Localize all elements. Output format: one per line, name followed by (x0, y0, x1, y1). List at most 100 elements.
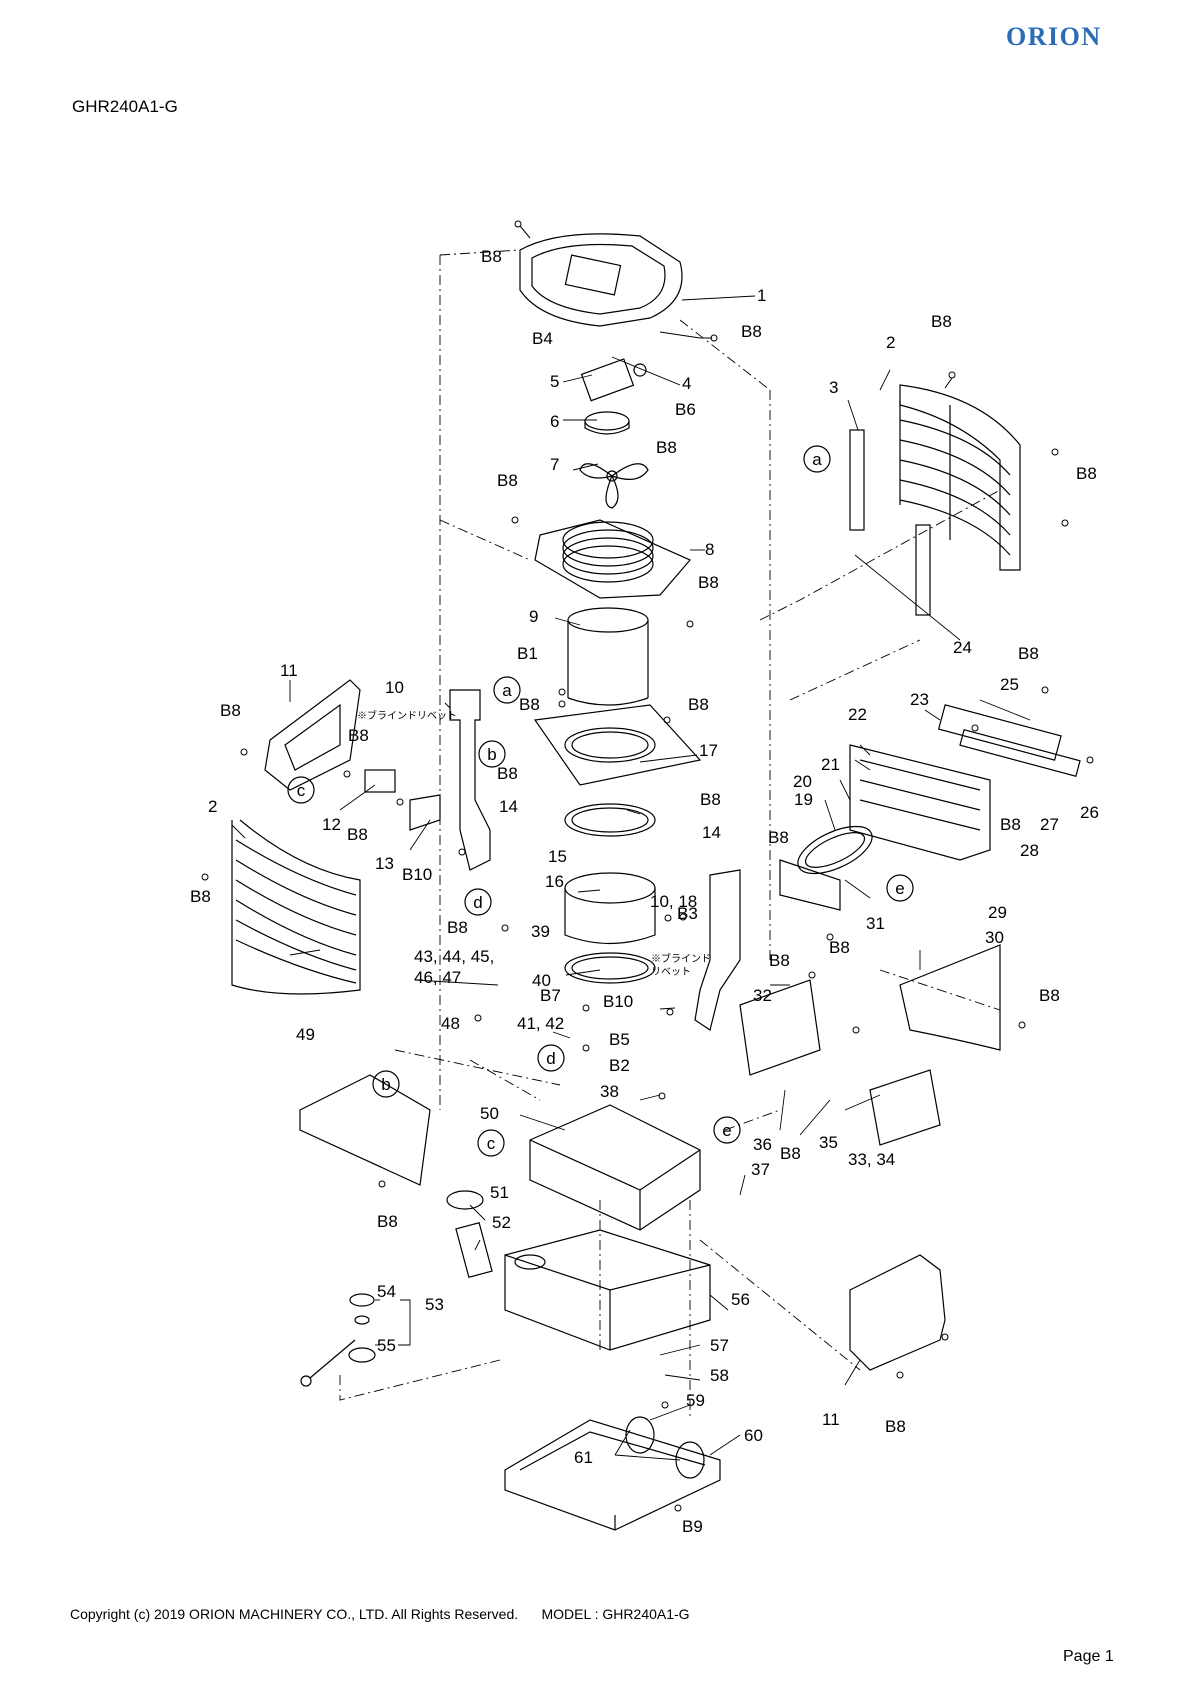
callout-31: 31 (866, 914, 885, 933)
ref-circle-c: c (487, 1134, 496, 1153)
gasket-lower-part (564, 952, 656, 984)
ref-circle-b: b (381, 1075, 390, 1094)
heat-plate-part (533, 704, 702, 786)
callout-8: 8 (705, 540, 714, 559)
callout-b8: B8 (497, 764, 518, 783)
callout-15: 15 (548, 847, 567, 866)
ref-circle-a: a (812, 450, 822, 469)
callout-b2: B2 (609, 1056, 630, 1075)
top-cover-part (519, 233, 683, 327)
callout-57: 57 (710, 1336, 729, 1355)
note-blind-rivet-line1: ※ブラインド (651, 952, 711, 965)
page-number: Page 1 (1063, 1648, 1114, 1665)
motor-assembly-part (580, 358, 647, 435)
callout-25: 25 (1000, 675, 1019, 694)
right-support-part (694, 869, 741, 1031)
callout-41-42: 41, 42 (517, 1014, 564, 1033)
base-cover-part (299, 1074, 431, 1186)
callout-26: 26 (1080, 803, 1099, 822)
callout-b8: B8 (829, 938, 850, 957)
ref-circle-d: d (546, 1049, 555, 1068)
fan-blade-part (579, 463, 649, 509)
right-grille-part (899, 384, 1021, 571)
callout-19: 19 (794, 790, 813, 809)
callout-b8: B8 (741, 322, 762, 341)
oil-tank-part (504, 1229, 711, 1351)
callout-17: 17 (699, 741, 718, 760)
note-blind-rivet: ※ブラインドリベット (357, 709, 457, 722)
callout-4: 4 (682, 374, 691, 393)
callout-b8: B8 (1076, 464, 1097, 483)
callout-29: 29 (988, 903, 1007, 922)
callout-11: 11 (280, 661, 298, 680)
callout-b8: B8 (656, 438, 677, 457)
ref-circle-c: c (297, 781, 306, 800)
callout-5: 5 (550, 372, 559, 391)
callout-30: 30 (985, 928, 1004, 947)
callout-b8: B8 (700, 790, 721, 809)
left-side-panel-part (264, 679, 361, 791)
callout-13: 13 (375, 854, 394, 873)
tank-cap-part (446, 1190, 484, 1210)
callout-b7: B7 (540, 986, 561, 1005)
callout-37: 37 (751, 1160, 770, 1179)
callout-b8: B8 (688, 695, 709, 714)
callout-2: 2 (208, 797, 217, 816)
rear-panel-part (899, 944, 1001, 1051)
callout-14: 14 (702, 823, 721, 842)
reference-circle-shapes (287, 445, 914, 1157)
screw-markers (201, 220, 1094, 1512)
top-frame-part (937, 704, 1062, 761)
callout-51: 51 (490, 1183, 509, 1202)
model-label: MODEL : GHR240A1-G (541, 1606, 690, 1622)
callout-40: 40 (532, 971, 551, 990)
callout-labels: 1 2 2 3 4 5 6 7 8 9 10 10, 18 11 11 12 1… (190, 247, 1099, 1536)
callout-11: 11 (822, 1410, 840, 1429)
ref-circle-b: b (487, 745, 496, 764)
callout-b8: B8 (519, 695, 540, 714)
callout-b5: B5 (609, 1030, 630, 1049)
callout-b10: B10 (402, 865, 432, 884)
callout-b8: B8 (931, 312, 952, 331)
callout-50: 50 (480, 1104, 499, 1123)
callout-28: 28 (1020, 841, 1039, 860)
callout-24: 24 (953, 638, 972, 657)
callout-b8: B8 (447, 918, 468, 937)
callout-46-47: 46, 47 (414, 968, 461, 987)
callout-55: 55 (377, 1336, 396, 1355)
ref-circle-e: e (722, 1121, 731, 1140)
callout-20: 20 (793, 772, 812, 791)
callout-54: 54 (377, 1282, 396, 1301)
callout-3: 3 (829, 378, 838, 397)
bracket-part (364, 769, 396, 793)
copyright-text: Copyright (c) 2019 ORION MACHINERY CO., … (70, 1606, 519, 1622)
wheel-part (625, 1416, 655, 1454)
control-bracket-part (739, 979, 821, 1076)
callout-38: 38 (600, 1082, 619, 1101)
callout-16: 16 (545, 872, 564, 891)
callout-32: 32 (753, 986, 772, 1005)
callout-b3: B3 (677, 904, 698, 923)
callout-2: 2 (886, 333, 895, 352)
callout-b8: B8 (348, 726, 369, 745)
callout-b8: B8 (347, 825, 368, 844)
strainer-part (455, 1222, 493, 1278)
callout-12: 12 (322, 815, 341, 834)
callout-b6: B6 (675, 400, 696, 419)
left-grille-part (231, 819, 361, 995)
callout-10: 10 (385, 678, 404, 697)
callout-b9: B9 (682, 1517, 703, 1536)
callout-7: 7 (550, 455, 559, 474)
callout-b8: B8 (1018, 644, 1039, 663)
callout-6: 6 (550, 412, 559, 431)
callout-49: 49 (296, 1025, 315, 1044)
callout-b10: B10 (603, 992, 633, 1011)
note-blind-rivet-line2: リベット (651, 966, 691, 978)
callout-36: 36 (753, 1135, 772, 1154)
callout-21: 21 (821, 755, 840, 774)
callout-61: 61 (574, 1448, 593, 1467)
callout-10-18: 10, 18 (650, 892, 697, 911)
callout-39: 39 (531, 922, 550, 941)
callout-1: 1 (757, 286, 766, 305)
